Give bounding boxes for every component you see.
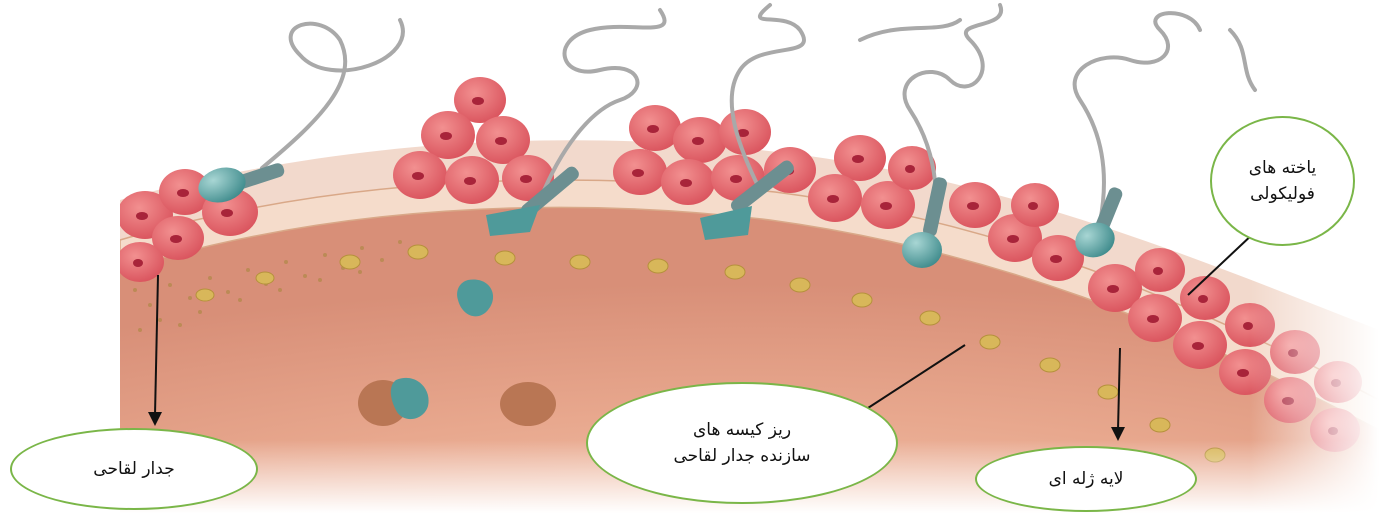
label-follicle-cells: یاخته های فولیکولی	[1210, 116, 1355, 246]
label-jelly-layer-text: لایه ژله ای	[1049, 466, 1124, 492]
label-jelly-layer: لایه ژله ای	[975, 446, 1197, 512]
label-follicle-cells-line1: یاخته های	[1249, 155, 1317, 181]
label-zona-vesicles-line2: سازنده جدار لقاحی	[674, 443, 811, 469]
label-zona-vesicles: ریز کیسه های سازنده جدار لقاحی	[586, 382, 898, 504]
follicle-cell	[673, 117, 727, 163]
label-fertilization-wall-text: جدار لقاحی	[93, 456, 174, 482]
follicle-cell	[1173, 321, 1227, 369]
follicle-cell	[834, 135, 886, 181]
follicle-cell	[719, 109, 771, 155]
follicle-cell	[661, 159, 715, 205]
follicle-cell	[613, 149, 667, 195]
label-zona-vesicles-line1: ریز کیسه های	[693, 417, 791, 443]
follicle-cell	[421, 111, 475, 159]
follicle-cell	[1135, 248, 1185, 292]
label-follicle-cells-line2: فولیکولی	[1250, 181, 1315, 207]
follicle-cell	[949, 182, 1001, 228]
follicle-cell	[1011, 183, 1059, 227]
label-fertilization-wall: جدار لقاحی	[10, 428, 258, 510]
follicle-cell	[629, 105, 681, 151]
follicle-cell	[1180, 276, 1230, 320]
follicle-cell	[393, 151, 447, 199]
follicle-cell	[1128, 294, 1182, 342]
follicle-cell	[445, 156, 499, 204]
follicle-cell	[808, 174, 862, 222]
follicle-cell	[116, 242, 164, 282]
